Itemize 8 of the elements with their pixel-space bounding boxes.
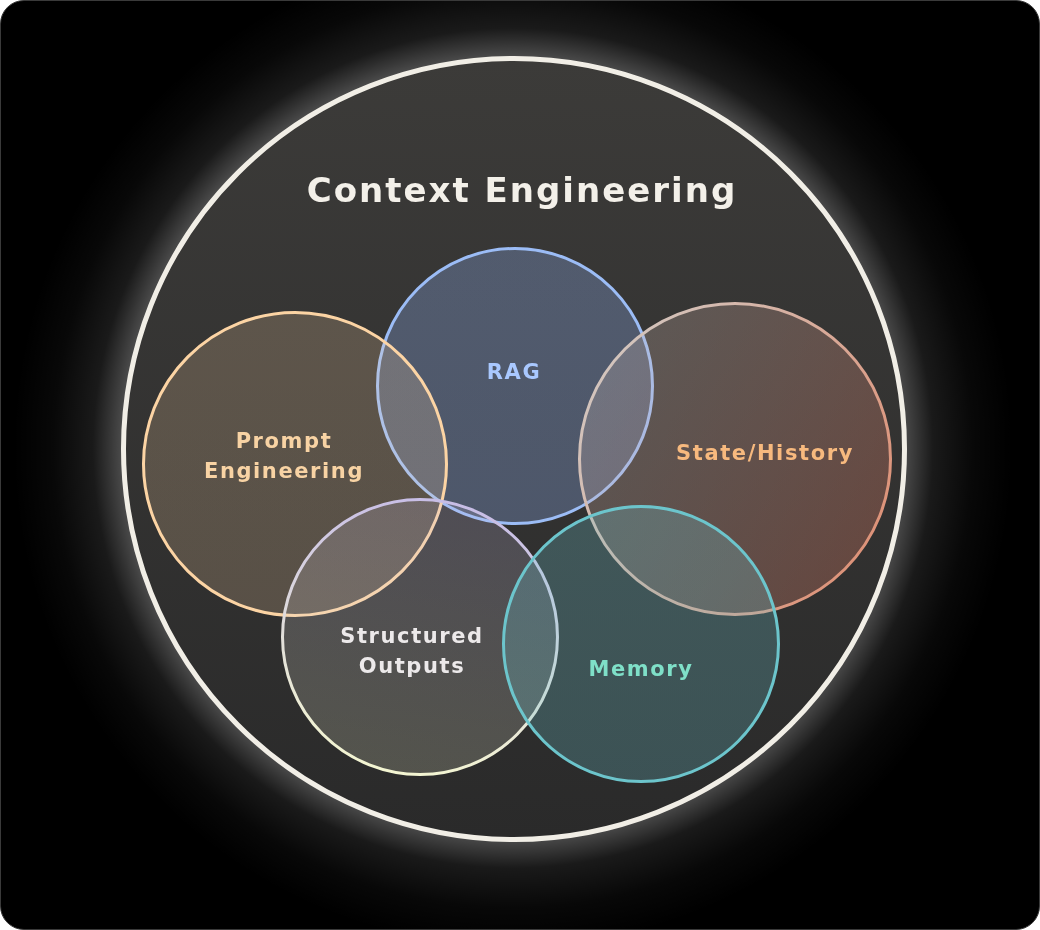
circle-label: Memory <box>588 656 694 684</box>
venn-circle <box>502 505 780 783</box>
diagram-heading: Context Engineering <box>306 168 738 212</box>
circle-label: State/History <box>676 440 854 468</box>
circle-label: RAG <box>486 359 542 387</box>
circle-label: Prompt Engineering <box>202 428 366 485</box>
outer-circle <box>121 56 907 842</box>
circle-label: Structured Outputs <box>339 623 485 680</box>
